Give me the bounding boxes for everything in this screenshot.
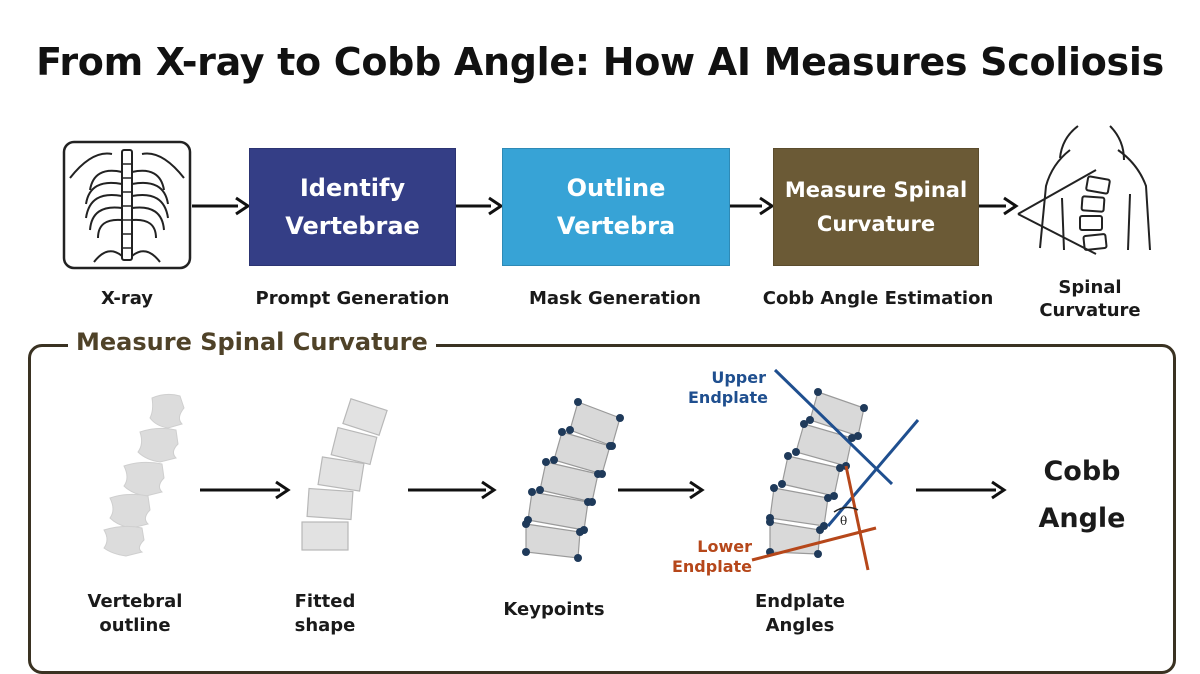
lower-endplate-label: Lower Endplate [671,537,752,576]
arrow-xray-to-identify [192,196,251,216]
arrow-keypoints-to-endplate [618,480,705,500]
arrow-endplate-to-cobb [916,480,1007,500]
page-title: From X-ray to Cobb Angle: How AI Measure… [36,40,1164,84]
label-xray: X-ray [100,288,154,309]
theta-arc [833,506,859,513]
identify-vertebrae-box: Identify Vertebrae [249,148,456,266]
arrow-identify-to-outline [455,196,504,216]
label-cobb-angle-estimation: Cobb Angle Estimation [762,288,994,309]
lower-endplate-line [751,526,877,562]
outline-vertebra-box: Outline Vertebra [502,148,730,266]
upper-endplate-line [773,368,894,486]
xray-chest-icon [62,140,192,270]
keypoints-icon [525,401,621,559]
label-fitted-shape: Fitted shape [294,591,356,636]
panel-graphics [103,368,1007,571]
lower-perpendicular-line [844,465,870,571]
arrow-fitted-to-keypoints [408,480,497,500]
label-keypoints: Keypoints [503,599,605,620]
label-mask-generation: Mask Generation [529,288,701,309]
fitted-shape-icon [301,398,388,551]
panel-title: Measure Spinal Curvature [68,328,436,356]
label-prompt-generation: Prompt Generation [255,288,450,309]
endplate-angles-icon [751,368,920,571]
arrow-outline-to-fitted [200,480,291,500]
measure-spinal-curvature-box: Measure Spinal Curvature [773,148,979,266]
label-endplate-angles: Endplate Angles [754,591,845,636]
arrow-measure-to-curvature [978,196,1019,216]
label-spinal-curvature: Spinal Curvature [1039,277,1141,321]
spinal-curvature-body-icon [1017,125,1151,255]
arrow-outline-to-measure [729,196,775,216]
label-vertebral-outline: Vertebral outline [87,591,183,636]
keypoints-dots [522,398,624,562]
theta-label: θ [840,514,848,528]
vertebral-outline-icon [103,393,185,557]
cobb-angle-label: Cobb Angle [1038,456,1126,534]
upper-endplate-label: Upper Endplate [688,368,769,407]
pipeline-graphics [62,125,1151,270]
